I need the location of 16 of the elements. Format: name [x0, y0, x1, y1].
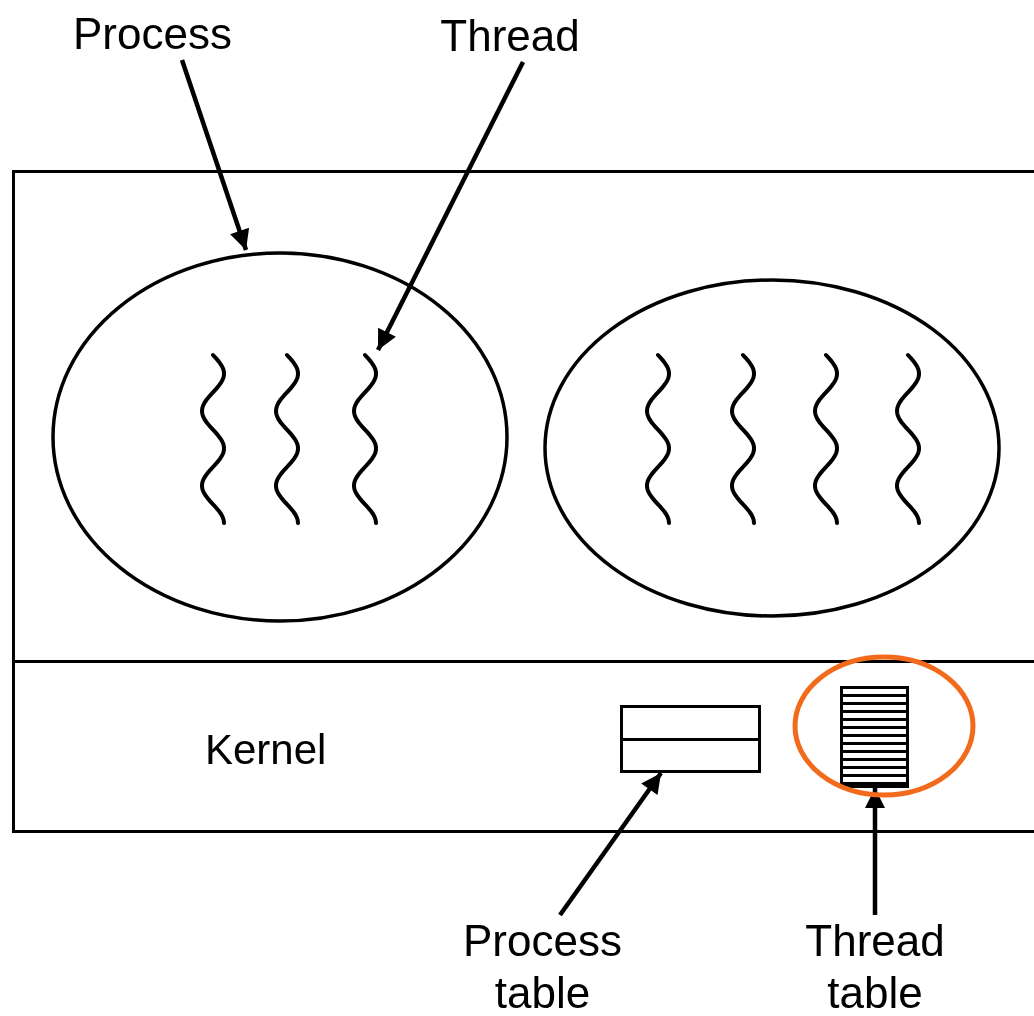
arrow	[376, 61, 525, 351]
process-table-box	[620, 705, 761, 773]
user-space-box	[12, 170, 1034, 663]
arrow	[558, 771, 663, 917]
callout-text: Process	[40, 8, 265, 60]
wavy-line	[349, 353, 381, 525]
callout-text: Thread	[410, 10, 610, 62]
arrow	[865, 788, 885, 915]
process-ellipse	[51, 251, 509, 623]
process-ellipse	[543, 278, 1001, 618]
kernel-label: Kernel	[205, 726, 327, 774]
thread-table-box	[840, 686, 909, 788]
arrow	[179, 59, 250, 251]
kernel-band	[12, 662, 1034, 833]
callout-text: Process table	[430, 915, 655, 1016]
callout-text: Thread table	[775, 915, 975, 1016]
